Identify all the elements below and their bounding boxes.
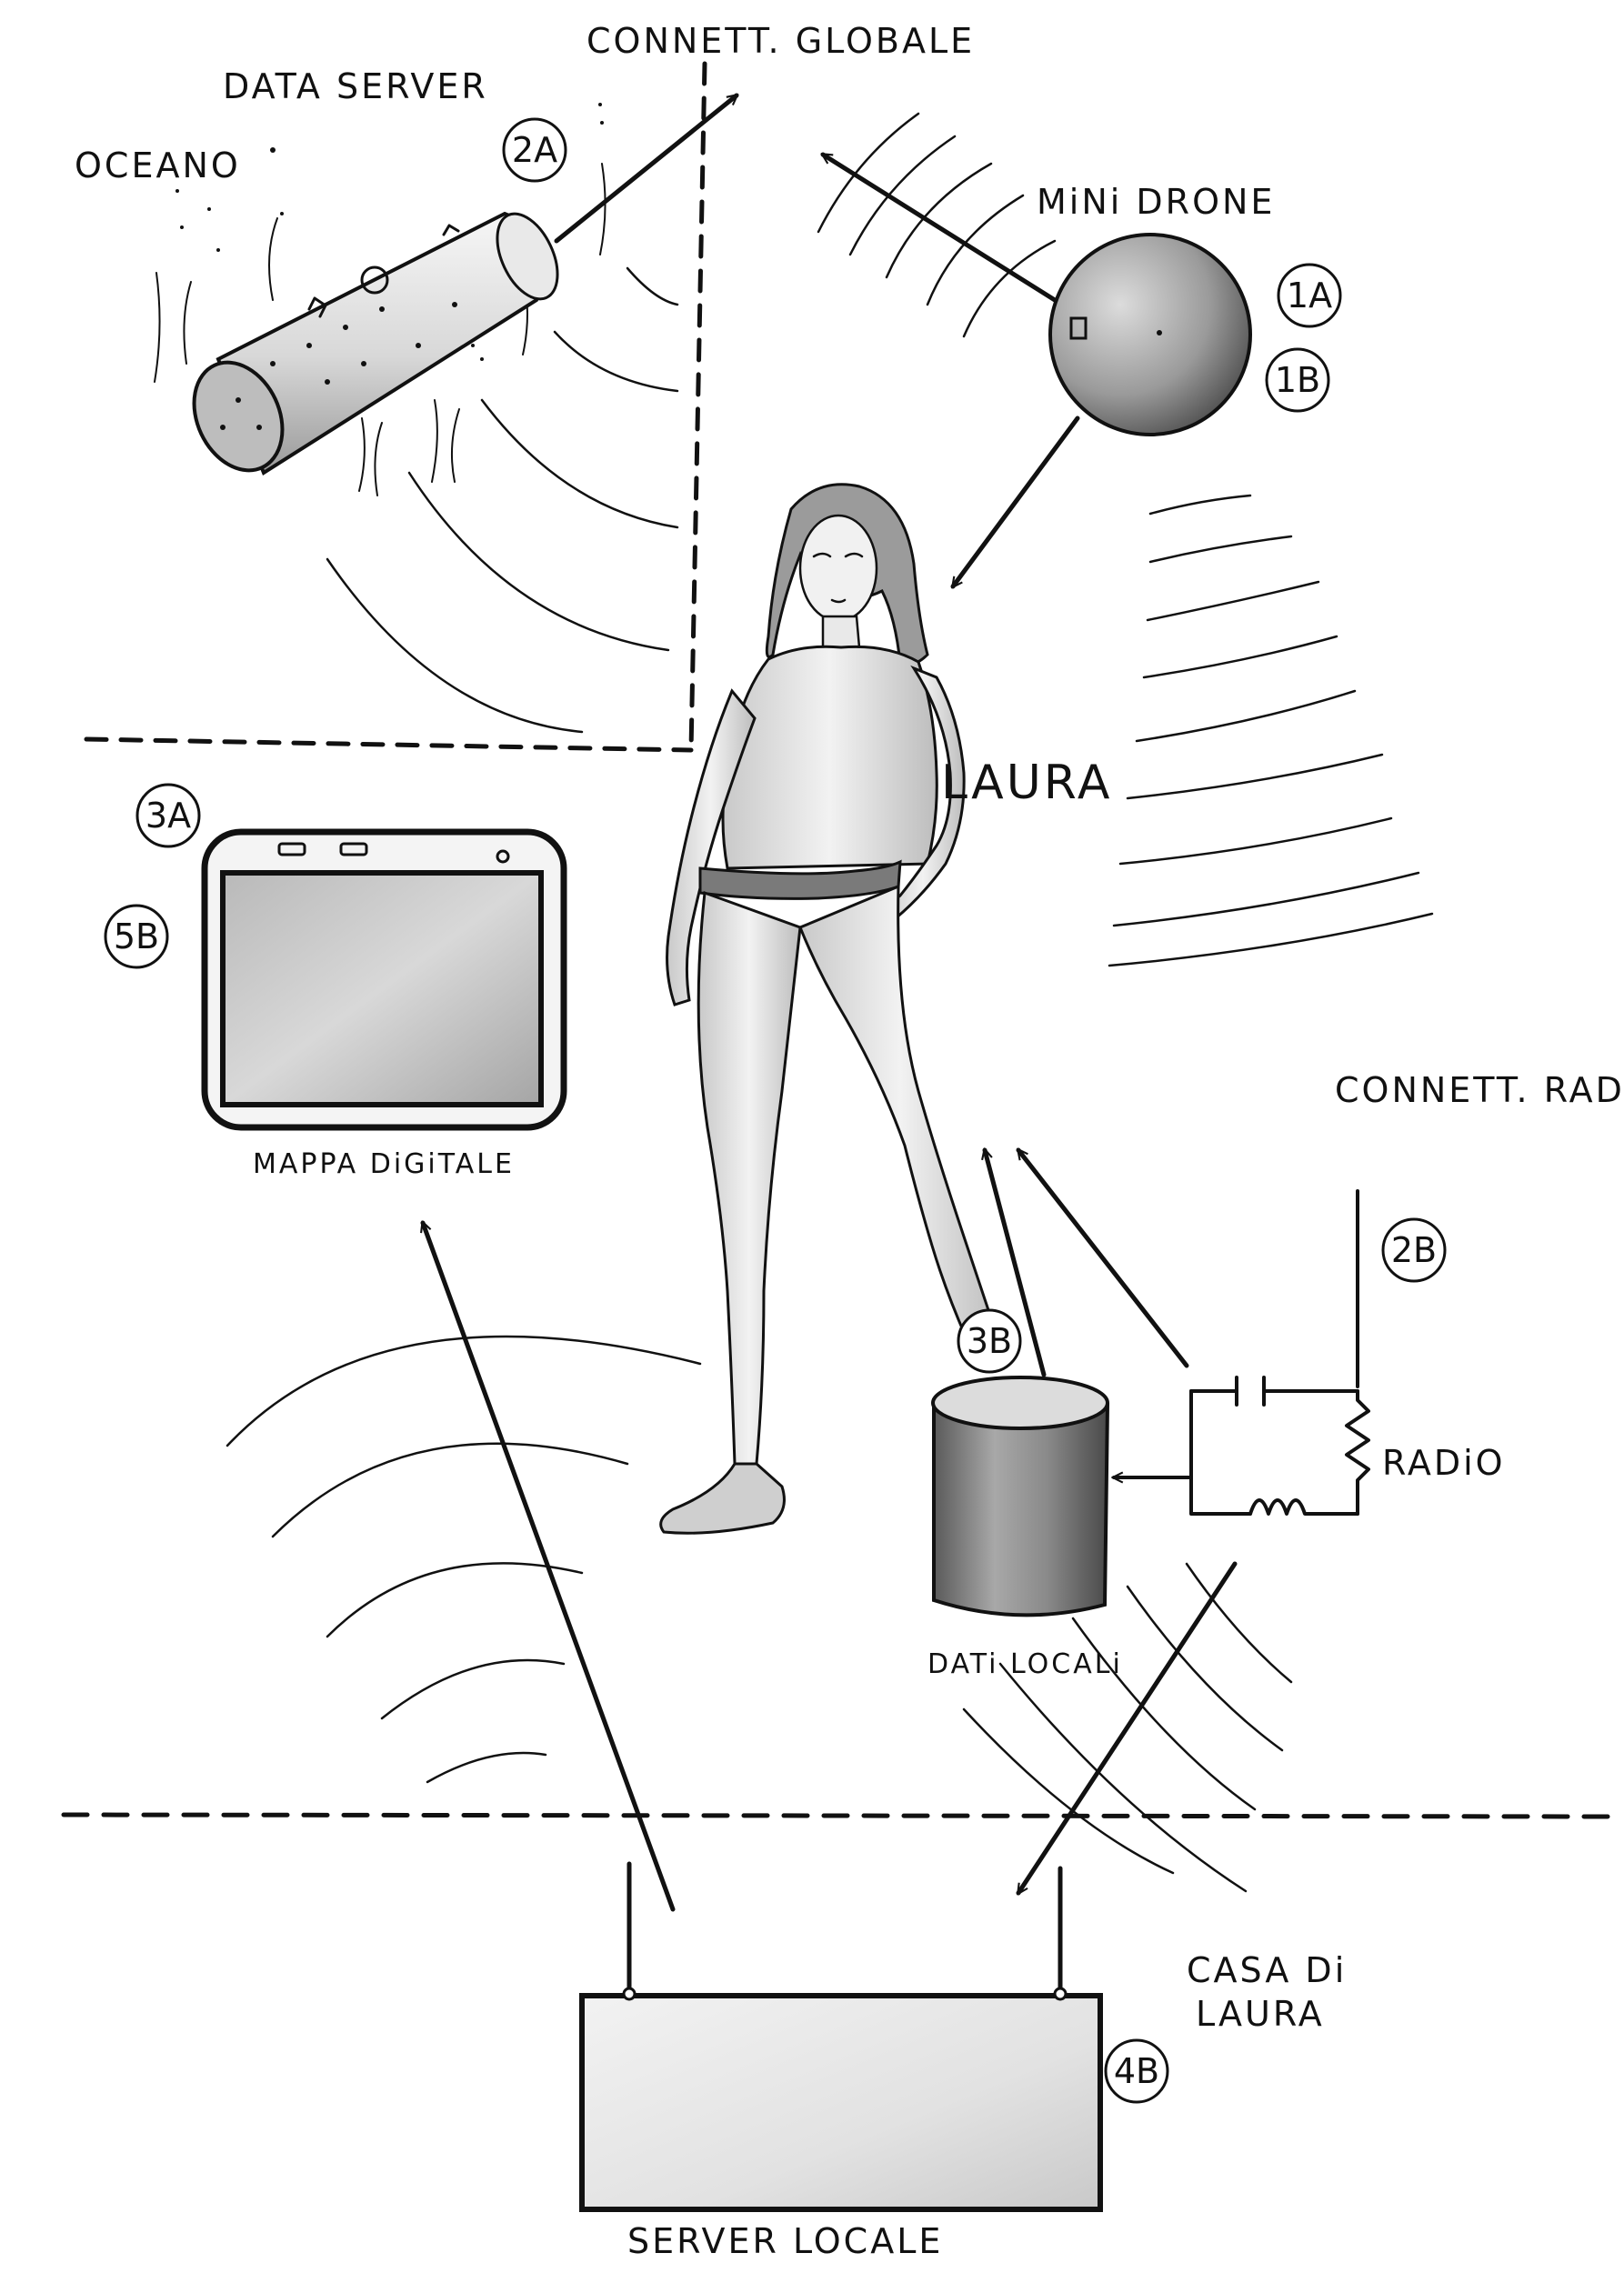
label-radio: RADiO bbox=[1382, 1443, 1506, 1483]
label-oceano: OCEANO bbox=[75, 145, 241, 185]
ocean-server-waves bbox=[326, 266, 679, 734]
arrow-ocean-to-global bbox=[554, 93, 737, 244]
badge-3a-text: 3A bbox=[145, 796, 191, 836]
label-data-server: DATA SERVER bbox=[223, 66, 488, 106]
label-connett-radio: CONNETT. RADiO bbox=[1335, 1070, 1624, 1110]
drone-sensor bbox=[1069, 316, 1088, 340]
global-zone-boundary-horizontal bbox=[84, 736, 694, 753]
drone-sphere bbox=[1048, 233, 1252, 436]
laura-face bbox=[798, 514, 878, 623]
local-data-waves bbox=[962, 1562, 1293, 1893]
arrow-drone-to-sky bbox=[823, 152, 1058, 303]
label-mappa-digitale: MAPPA DiGiTALE bbox=[253, 1148, 515, 1180]
tablet-camera-slot-2 bbox=[339, 842, 368, 856]
badge-2a-text: 2A bbox=[512, 130, 557, 170]
label-mini-drone: MiNi DRONE bbox=[1037, 182, 1275, 222]
laura-torso bbox=[721, 645, 938, 870]
server-tube-far-cap bbox=[496, 212, 559, 301]
badge-5b-text: 5B bbox=[114, 916, 159, 956]
cylinder-body bbox=[932, 1397, 1110, 1617]
server-tube-end-cap bbox=[192, 360, 285, 473]
arrows bbox=[423, 93, 1238, 1912]
tablet-camera-dot bbox=[496, 849, 510, 864]
digital-map-tablet bbox=[201, 828, 567, 1131]
radio-left-wire bbox=[1189, 1389, 1252, 1516]
arrow-data-to-server bbox=[1016, 1561, 1238, 1893]
global-zone-boundary-vertical bbox=[688, 61, 707, 753]
drone-broadcast-waves bbox=[1108, 494, 1434, 967]
arrow-server-to-map bbox=[423, 1223, 676, 1912]
label-dati-locali: DATi LOCALi bbox=[927, 1648, 1123, 1680]
badge-5b: 5B bbox=[104, 904, 169, 969]
bubbles bbox=[175, 103, 604, 361]
label-connett-globale: CONNETT. GLOBALE bbox=[586, 21, 975, 61]
badge-3b: 3B bbox=[957, 1308, 1022, 1374]
cylinder-top bbox=[931, 1376, 1109, 1430]
badge-4b: 4B bbox=[1104, 2038, 1169, 2104]
radio-inductor bbox=[1248, 1498, 1359, 1516]
badge-2b-text: 2B bbox=[1391, 1230, 1437, 1270]
badge-2a: 2A bbox=[502, 117, 567, 183]
arrow-local-data-to-laura-1 bbox=[985, 1150, 1047, 1377]
boundary-lines bbox=[61, 61, 1612, 1819]
arrow-drone-to-laura bbox=[950, 416, 1080, 586]
label-casa-di-laura-line1: CASA Di bbox=[1187, 1950, 1347, 1990]
radio-circuit bbox=[1114, 1189, 1370, 1516]
label-laura: LAURA bbox=[941, 756, 1112, 810]
badge-1b: 1B bbox=[1265, 347, 1330, 413]
badge-1a: 1A bbox=[1277, 263, 1342, 328]
badge-2b: 2B bbox=[1381, 1217, 1447, 1283]
laura-left-shoe bbox=[659, 1462, 786, 1535]
radio-resistor bbox=[1345, 1389, 1370, 1516]
local-server bbox=[579, 1861, 1103, 2212]
badge-4b-text: 4B bbox=[1114, 2051, 1159, 2091]
home-zone-boundary bbox=[61, 1812, 1612, 1819]
ocean-data-server bbox=[154, 103, 606, 496]
badge-1b-text: 1B bbox=[1275, 360, 1320, 400]
badge-3a: 3A bbox=[135, 783, 201, 848]
label-casa-di-laura-line2: LAURA bbox=[1196, 1994, 1325, 2034]
server-tube-porthole bbox=[360, 265, 389, 295]
badge-1a-text: 1A bbox=[1287, 275, 1332, 315]
arrow-local-data-to-laura-2 bbox=[1016, 1150, 1189, 1368]
tablet-screen bbox=[220, 870, 544, 1107]
laura-right-leg bbox=[798, 884, 1003, 1348]
drone-uplink-waves bbox=[817, 112, 1057, 338]
laura-left-leg bbox=[697, 890, 802, 1466]
seaweed bbox=[154, 163, 606, 496]
local-data-cylinder bbox=[931, 1376, 1110, 1617]
mini-drone bbox=[1048, 233, 1252, 436]
radio-top-wire bbox=[1189, 1376, 1359, 1407]
laura-neck bbox=[821, 615, 861, 649]
tablet-camera-slot-1 bbox=[277, 842, 306, 856]
label-server-locale: SERVER LOCALE bbox=[627, 2221, 943, 2261]
map-waves bbox=[226, 1335, 702, 1784]
laura-figure bbox=[659, 483, 1003, 1535]
badge-3b-text: 3B bbox=[967, 1321, 1012, 1361]
server-box bbox=[579, 1993, 1103, 2212]
laura-left-arm bbox=[666, 688, 757, 1006]
